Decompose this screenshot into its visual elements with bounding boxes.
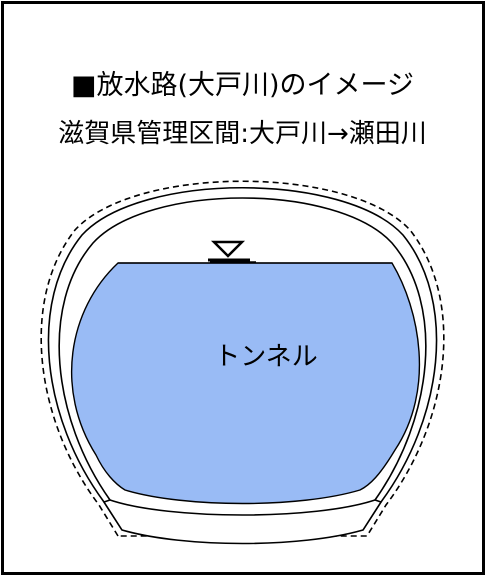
tunnel-outer-lining xyxy=(40,180,445,537)
tunnel-label: トンネル xyxy=(214,342,318,372)
tunnel-lining-line xyxy=(47,186,438,531)
figure-subtitle: 滋賀県管理区間:大戸川→瀬田川 xyxy=(58,119,427,149)
tunnel-inner-lining xyxy=(58,197,427,501)
figure-title: ■放水路(大戸川)のイメージ xyxy=(70,70,415,101)
water-level-marker-icon xyxy=(208,240,256,263)
water-fill xyxy=(71,262,421,505)
tunnel-invert-band xyxy=(102,499,383,545)
